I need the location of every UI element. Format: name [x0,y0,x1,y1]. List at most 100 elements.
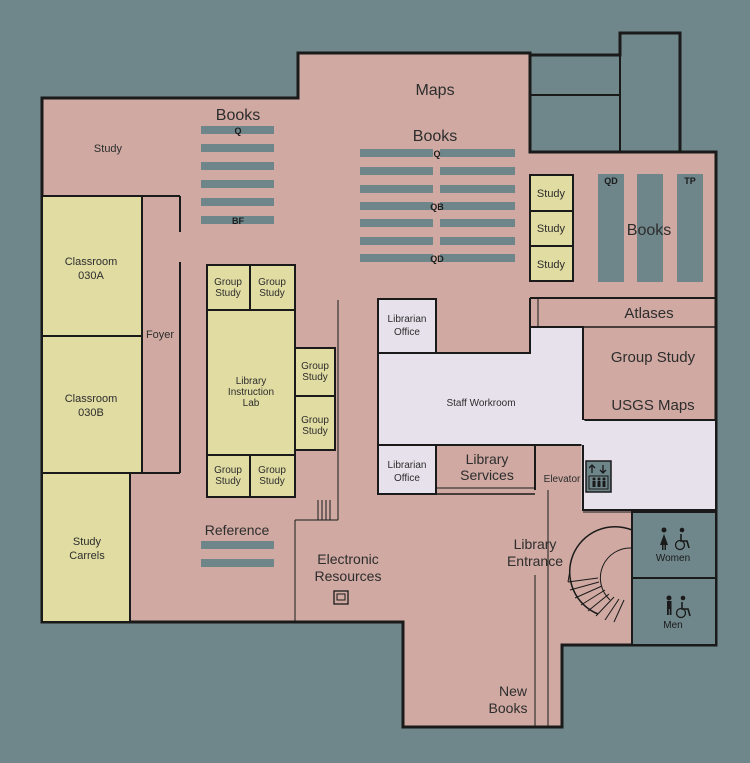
label-group-study: Study [215,288,241,299]
label-new-books-line2: Books [489,700,528,716]
shelf-group-left [201,126,274,224]
shelf [440,219,515,227]
shelf [201,559,274,567]
label-library-entrance-line1: Library [514,536,557,552]
label-electronic-resources-line2: Resources [315,568,382,584]
label-library-services-line2: Services [460,467,514,483]
shelf [440,149,515,157]
stack-code-left-bottom: BF [232,216,244,226]
shelf [201,216,274,224]
stack-code-right-right: TP [684,176,696,186]
shelf [598,174,624,282]
stack-code-right-left: QD [604,176,618,186]
shelf [201,180,274,188]
label-foyer: Foyer [146,329,174,341]
label-reference: Reference [205,522,270,538]
elevator-icon [585,460,612,493]
label-study-2: Study [537,223,566,235]
study-room-1 [529,174,574,212]
label-librarian-office-top-line2: Office [394,327,420,338]
label-librarian-office-bottom-line2: Office [394,473,420,484]
shelf [360,219,433,227]
shelf [360,254,433,262]
shelf [440,167,515,175]
stack-code-center-top: Q [433,149,440,159]
label-classroom-030b-line1: Classroom [65,393,118,405]
label-group-study: Group [214,465,242,476]
label-classroom-030a-line2: 030A [78,270,104,282]
study-room-2 [529,210,574,247]
label-librarian-office-top-line1: Librarian [388,314,427,325]
group-study-room [249,264,296,311]
label-library-entrance-line2: Entrance [507,553,563,569]
shelf [440,202,515,210]
label-group-study: Study [215,476,241,487]
label-books-center: Books [413,128,457,145]
label-classroom-030a-line1: Classroom [65,256,118,268]
stack-code-center-mid: QB [430,202,444,212]
women-accessible-restroom-icon [660,527,690,551]
shelf [677,174,703,282]
men-accessible-restroom-icon [666,595,691,619]
classroom-030b [41,335,143,474]
label-study-top: Study [94,143,123,155]
shelf [440,254,515,262]
label-group-study: Group [258,465,286,476]
label-study-1: Study [537,188,566,200]
shelf [201,541,274,549]
shelf-group-right [598,174,703,282]
label-classroom-030b-line2: 030B [78,407,104,419]
shelf [360,202,433,210]
librarian-office-bottom [377,444,437,495]
group-study-room [294,395,336,451]
shelf [440,185,515,193]
label-elevator: Elevator [544,474,581,485]
label-group-study-right: Group Study [611,349,696,366]
label-group-study: Study [259,288,285,299]
shelf [201,126,274,134]
shelf [360,185,433,193]
reference-shelves [201,541,274,567]
shelf [360,149,433,157]
group-study-room [294,347,336,397]
label-new-books-line1: New [499,683,528,699]
librarian-office-top [377,298,437,354]
label-library-instruction-lab-line2: Instruction [228,387,274,398]
label-maps: Maps [415,82,454,99]
label-group-study: Study [302,372,328,383]
label-books-left: Books [216,107,260,124]
shelf [201,162,274,170]
stack-code-center-bottom: QD [430,254,444,264]
group-study-room [249,454,296,498]
label-staff-workroom: Staff Workroom [446,398,515,409]
library-instruction-lab [206,309,296,456]
label-women: Women [656,553,690,564]
shelf [440,237,515,245]
group-study-room [206,454,251,498]
label-books-right: Books [627,222,671,239]
label-group-study: Group [301,361,329,372]
shelf-group-center [360,149,515,262]
label-group-study: Study [302,426,328,437]
shelf [637,174,663,282]
label-atlases: Atlases [624,305,673,322]
label-men: Men [663,620,682,631]
label-study-carrels-line1: Study [73,536,102,548]
label-library-instruction-lab-line1: Library [236,376,267,387]
label-study-carrels-line2: Carrels [69,550,105,562]
label-usgs-maps: USGS Maps [611,397,694,414]
shelf [360,167,433,175]
label-librarian-office-bottom-line1: Librarian [388,460,427,471]
shelf [360,237,433,245]
label-group-study: Study [259,476,285,487]
shelf [201,198,274,206]
label-study-3: Study [537,259,566,271]
study-room-3 [529,245,574,282]
stack-code-left-top: Q [234,126,241,136]
label-library-instruction-lab-line3: Lab [243,398,260,409]
label-electronic-resources-line1: Electronic [317,551,378,567]
label-group-study: Group [258,277,286,288]
shelf [201,144,274,152]
label-group-study: Group [214,277,242,288]
